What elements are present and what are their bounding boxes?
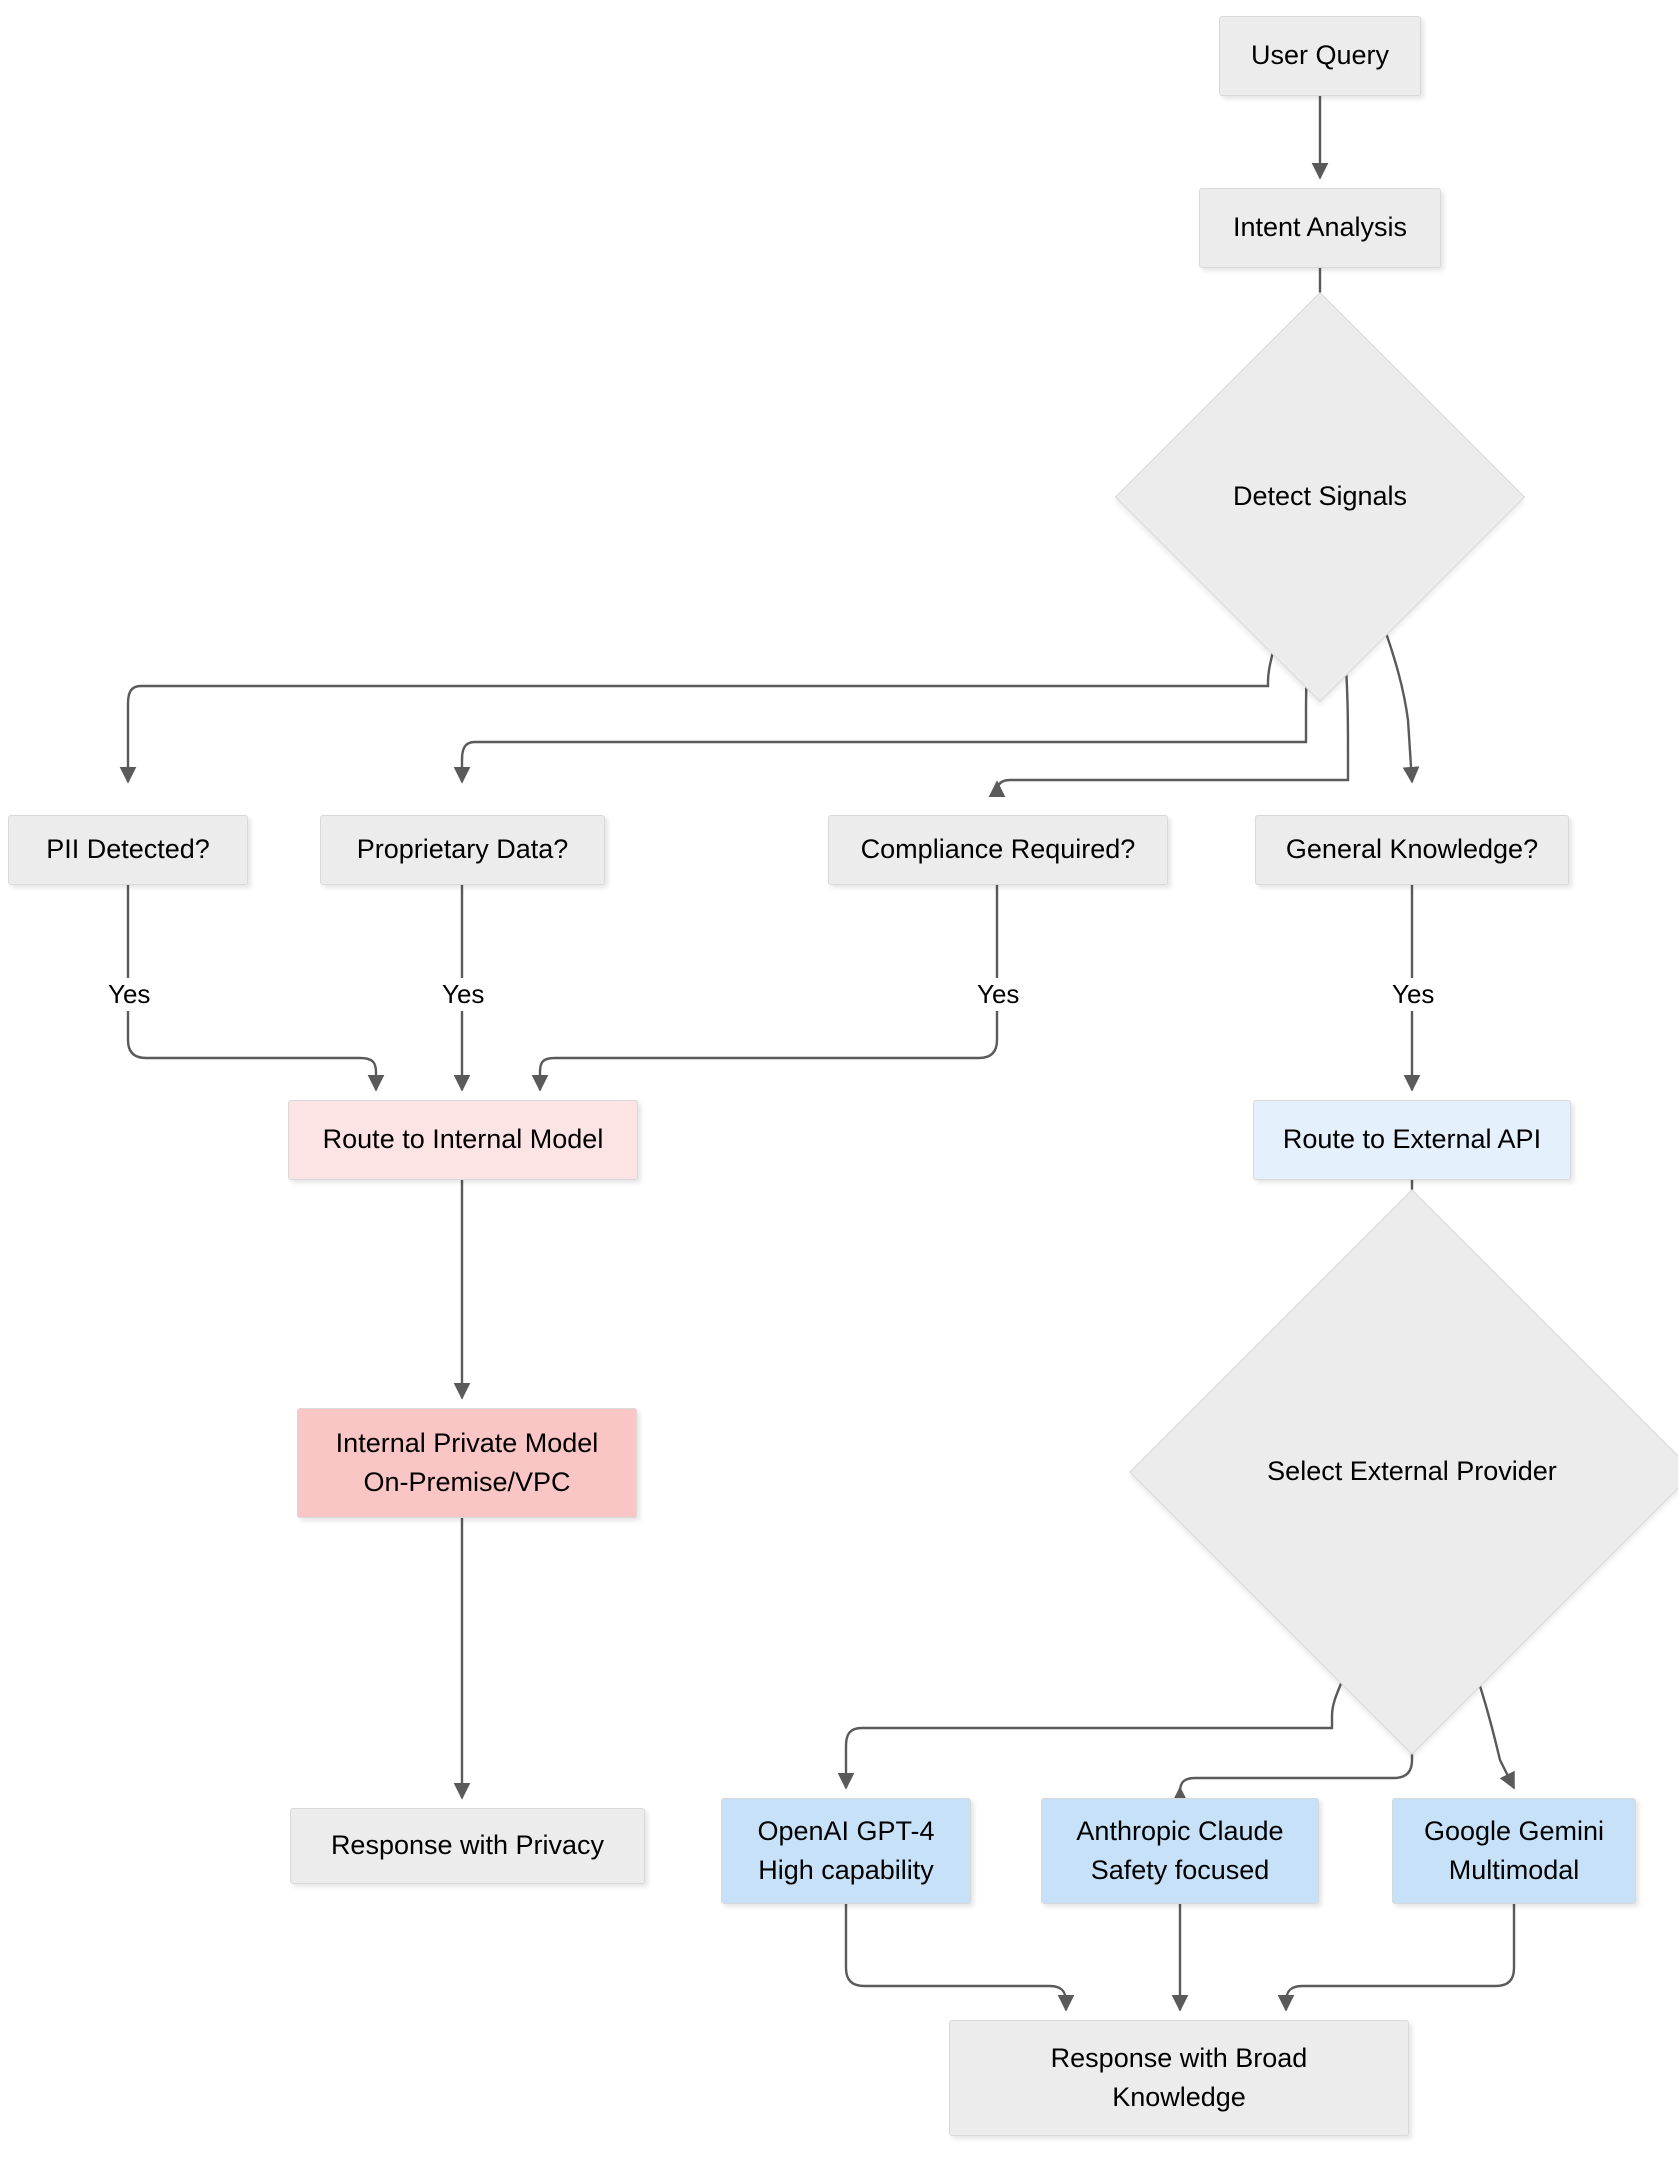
node-compliance-required[interactable]: Compliance Required? [828, 815, 1168, 885]
edge-label-pii-yes: Yes [103, 978, 156, 1011]
edge-label-general-yes: Yes [1387, 978, 1440, 1011]
node-select-external-provider[interactable]: Select External Provider [1129, 1189, 1678, 1755]
node-response-with-privacy-label: Response with Privacy [330, 1830, 605, 1861]
node-response-broad-line2: Knowledge [1112, 2082, 1246, 2112]
node-openai-gpt4[interactable]: OpenAI GPT-4 High capability [721, 1798, 971, 1904]
node-select-external-provider-label: Select External Provider [1267, 1456, 1557, 1487]
edge-label-proprietary-yes: Yes [437, 978, 490, 1011]
node-intent-analysis-label: Intent Analysis [1232, 212, 1408, 243]
node-internal-private-model[interactable]: Internal Private Model On-Premise/VPC [297, 1408, 637, 1518]
node-pii-detected-label: PII Detected? [46, 834, 210, 865]
edge-pii-to-route-internal [126, 885, 385, 1092]
node-response-broad-line1: Response with Broad [1050, 2042, 1308, 2073]
node-google-gemini[interactable]: Google Gemini Multimodal [1392, 1798, 1636, 1904]
node-user-query[interactable]: User Query [1219, 16, 1421, 96]
node-detect-signals-label: Detect Signals [1232, 481, 1408, 512]
node-user-query-label: User Query [1250, 40, 1390, 71]
node-pii-detected[interactable]: PII Detected? [8, 815, 248, 885]
node-openai-gpt4-line2: High capability [758, 1855, 934, 1885]
edge-detect-to-pii [119, 619, 1284, 784]
node-intent-analysis[interactable]: Intent Analysis [1199, 188, 1441, 268]
node-anthropic-claude-line1: Anthropic Claude [1076, 1815, 1284, 1846]
node-general-knowledge-label: General Knowledge? [1285, 834, 1539, 865]
node-route-to-internal-model[interactable]: Route to Internal Model [288, 1100, 638, 1180]
node-compliance-required-label: Compliance Required? [860, 834, 1136, 865]
node-proprietary-data[interactable]: Proprietary Data? [320, 815, 605, 885]
node-openai-gpt4-line1: OpenAI GPT-4 [757, 1815, 935, 1846]
edge-compliance-to-route-internal [531, 885, 999, 1092]
edge-detect-to-proprietary [453, 631, 1312, 784]
edge-openai-to-response-broad [844, 1904, 1075, 2012]
node-internal-private-model-line2: On-Premise/VPC [363, 1467, 571, 1497]
node-proprietary-data-label: Proprietary Data? [356, 834, 569, 865]
node-internal-private-model-line1: Internal Private Model [335, 1427, 599, 1458]
node-google-gemini-line2: Multimodal [1448, 1855, 1580, 1885]
node-route-to-external-api[interactable]: Route to External API [1253, 1100, 1571, 1180]
node-response-with-broad-knowledge[interactable]: Response with Broad Knowledge [949, 2020, 1409, 2136]
node-anthropic-claude[interactable]: Anthropic Claude Safety focused [1041, 1798, 1319, 1904]
node-general-knowledge[interactable]: General Knowledge? [1255, 815, 1569, 885]
node-route-to-internal-model-label: Route to Internal Model [322, 1124, 604, 1155]
edge-label-compliance-yes: Yes [972, 978, 1025, 1011]
edge-select-to-openai [837, 1651, 1356, 1790]
node-route-to-external-api-label: Route to External API [1282, 1124, 1542, 1155]
node-response-with-privacy[interactable]: Response with Privacy [290, 1808, 645, 1884]
node-anthropic-claude-line2: Safety focused [1090, 1855, 1270, 1885]
node-detect-signals[interactable]: Detect Signals [1114, 291, 1526, 703]
edge-google-to-response-broad [1277, 1904, 1516, 2012]
node-google-gemini-line1: Google Gemini [1423, 1815, 1605, 1846]
